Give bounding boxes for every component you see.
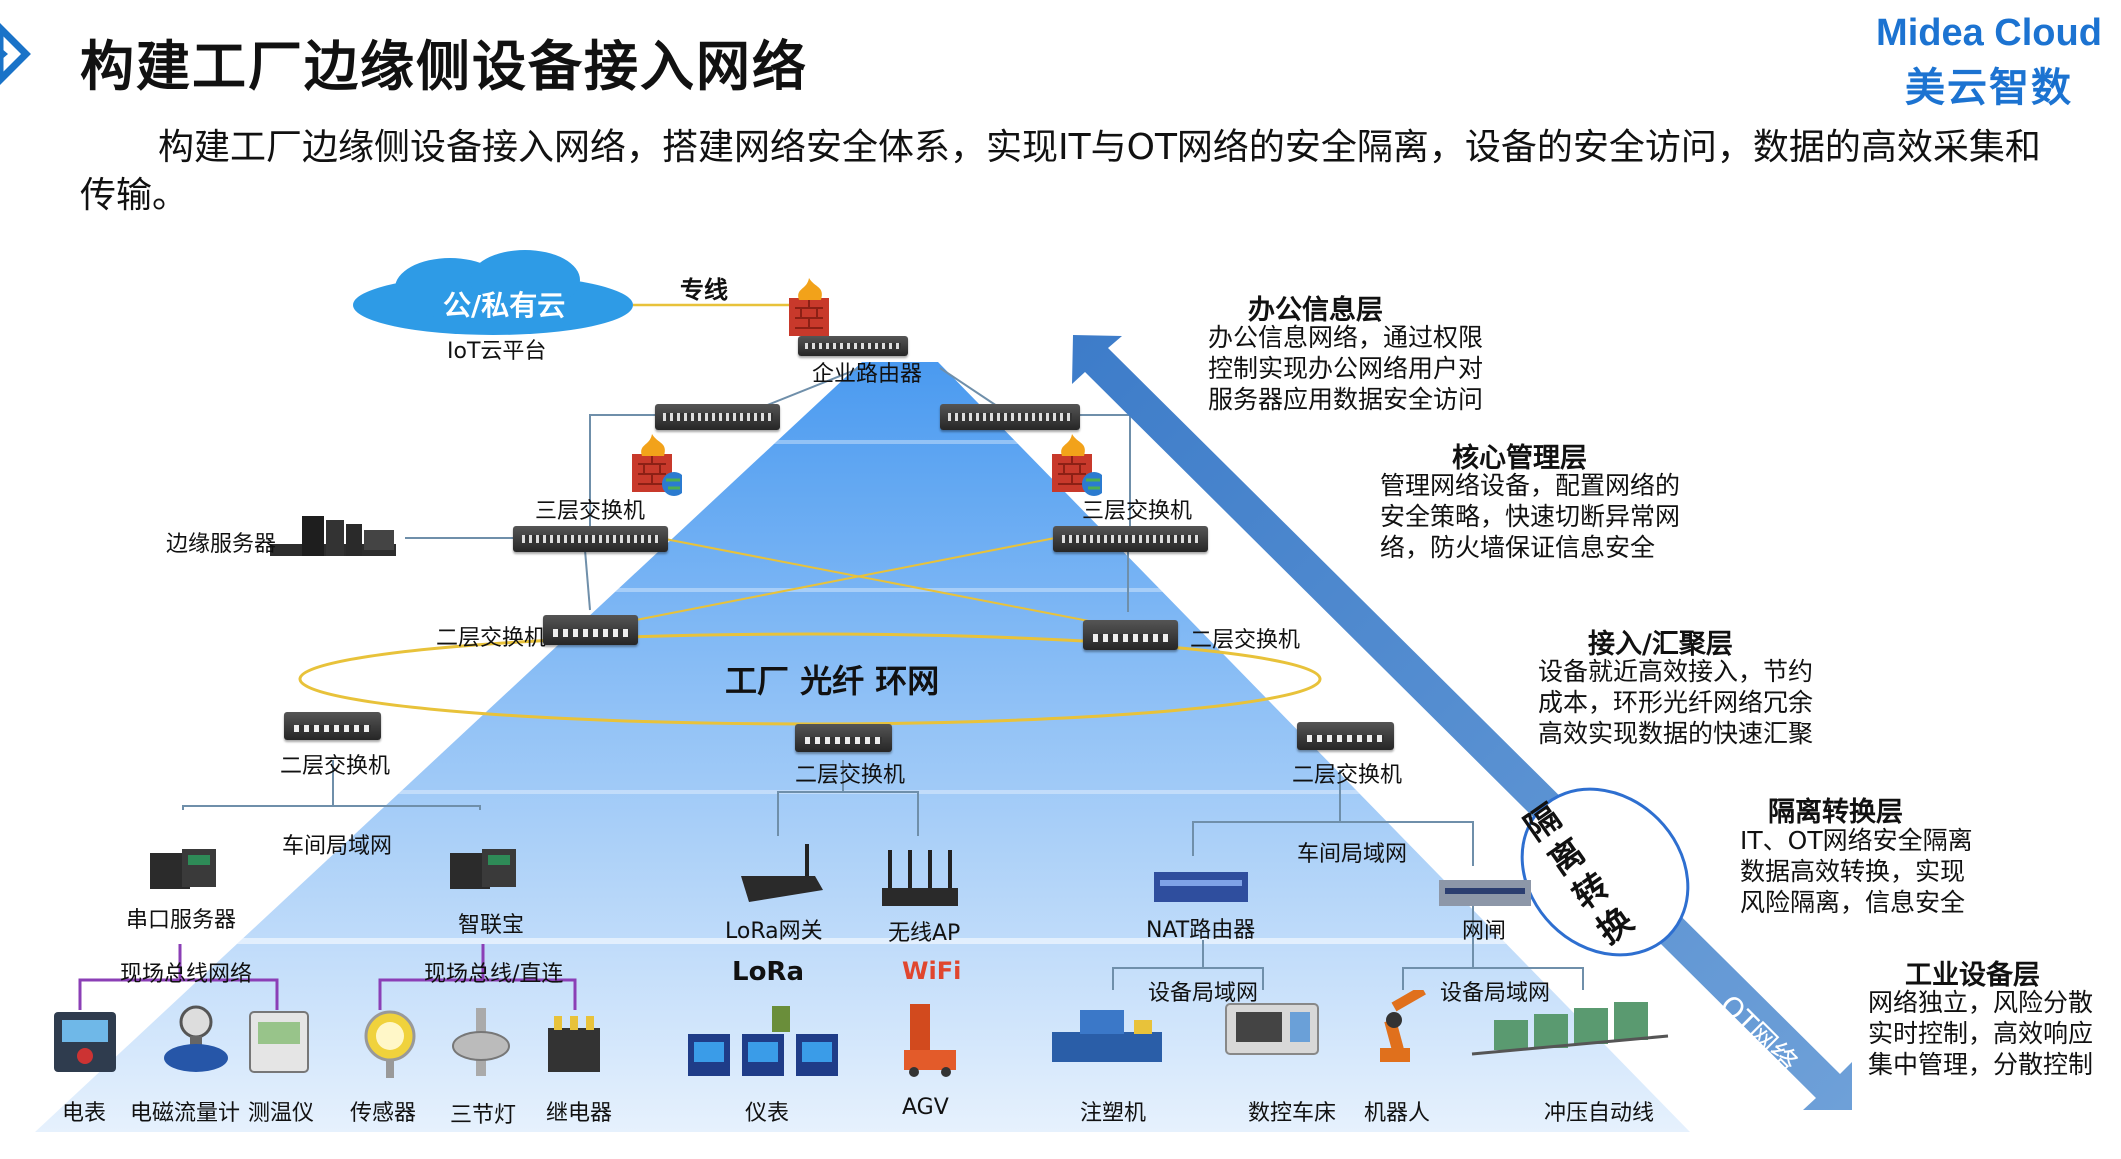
robot-icon	[1380, 990, 1426, 1062]
device-label: AGV	[902, 1095, 949, 1120]
isolation-ellipse	[1520, 787, 1690, 957]
cloud-caption: IoT云平台	[447, 339, 547, 364]
lora-module-icon	[772, 1006, 790, 1032]
zhilianbao-icon	[450, 849, 516, 889]
wifi-icon: WiFi	[902, 957, 961, 985]
tri-light-icon	[452, 1008, 510, 1076]
device-label: 三节灯	[450, 1103, 517, 1128]
device-label: 传感器	[350, 1101, 417, 1126]
l2-switch-bottom-left-label: 二层交换机	[280, 754, 391, 779]
core-switch-left-icon	[655, 404, 780, 430]
layer-title: 接入/汇聚层	[1588, 629, 1733, 660]
l2-switch-bottom-right-icon	[1297, 722, 1394, 750]
layer-title: 办公信息层	[1248, 295, 1383, 326]
nat-router-icon	[1154, 872, 1248, 902]
page-title: 构建工厂边缘侧设备接入网络	[80, 35, 808, 98]
edge-server-label: 边缘服务器	[166, 532, 277, 557]
l2-switch-left-label: 二层交换机	[436, 626, 547, 651]
lora-gateway-label: LoRa网关	[725, 919, 823, 944]
l2-switch-bottom-left-icon	[284, 712, 381, 740]
l2-switch-bottom-right-label: 二层交换机	[1292, 763, 1403, 788]
l2-switch-right-label: 二层交换机	[1190, 628, 1301, 653]
cloud-label: 公/私有云	[443, 289, 566, 322]
device-label: 数控车床	[1248, 1101, 1337, 1126]
cross-links	[594, 537, 1126, 629]
logo-cn: 美云智数	[1905, 65, 2073, 111]
device-label: 电磁流量计	[130, 1101, 241, 1126]
serial-server-icon	[150, 849, 216, 889]
instrument-icon	[688, 1034, 838, 1076]
fieldbus-direct-label: 现场总线/直连	[424, 962, 564, 987]
enterprise-router-label: 企业路由器	[812, 362, 923, 387]
core-switch-right-icon	[940, 404, 1080, 430]
device-label: 电表	[62, 1101, 107, 1126]
device-label: 冲压自动线	[1544, 1101, 1655, 1126]
serial-server-label: 串口服务器	[126, 908, 237, 933]
title-marker-icon	[0, 23, 31, 85]
fieldbus-lines	[78, 944, 577, 1010]
electric-meter-icon	[54, 1012, 116, 1072]
layer-title: 核心管理层	[1452, 443, 1587, 474]
device-label: 机器人	[1364, 1101, 1431, 1126]
layer-desc: 设备就近高效接入，节约 成本，环形光纤网络冗余 高效实现数据的快速汇聚	[1538, 657, 1814, 748]
layer-desc: 网络独立，风险分散 实时控制，高效响应 集中管理，分散控制	[1868, 988, 2094, 1079]
lora-gateway-icon	[741, 844, 823, 902]
l3-switch-right-icon	[1053, 526, 1208, 552]
l3-switch-right-label: 三层交换机	[1082, 499, 1193, 524]
sensor-icon	[364, 1010, 416, 1078]
firewall-icon	[632, 434, 682, 496]
l2-switch-left-icon	[543, 615, 638, 645]
wifi-icon-label: WiFi	[902, 957, 962, 985]
layer-desc: 管理网络设备，配置网络的 安全策略，快速切断异常网 络，防火墙保证信息安全	[1380, 471, 1681, 562]
device-lan-1-label: 设备局域网	[1148, 981, 1259, 1006]
device-lan-2-label: 设备局域网	[1440, 981, 1551, 1006]
l3-switch-left-icon	[513, 526, 668, 552]
stamping-line-icon	[1471, 1002, 1669, 1056]
gatekeeper-icon	[1439, 880, 1531, 906]
edge-server-icon	[270, 516, 396, 556]
relay-icon	[548, 1016, 600, 1072]
flowmeter-icon	[164, 1005, 228, 1072]
thermometer-device-icon	[249, 1011, 309, 1073]
connection-lines	[182, 367, 1584, 990]
wireless-ap-label: 无线AP	[888, 921, 961, 946]
zhilianbao-label: 智联宝	[458, 913, 525, 938]
logo: Midea Cloud 美云智数	[1864, 12, 2114, 113]
fiber-ring-label: 工厂 光纤 环网	[725, 662, 940, 700]
page-subtitle: 构建工厂边缘侧设备接入网络，搭建网络安全体系，实现IT与OT网络的安全隔离，设备…	[80, 127, 2041, 216]
layer-title: 隔离转换层	[1768, 797, 1903, 828]
workshop-lan-right-label: 车间局域网	[1297, 842, 1408, 867]
logo-en: Midea Cloud	[1876, 12, 2102, 54]
lora-icon: LoRa	[732, 957, 804, 987]
cloud-icon	[353, 250, 633, 335]
firewall-icon	[1052, 434, 1102, 496]
device-label: 继电器	[546, 1101, 613, 1126]
fieldbus-label: 现场总线网络	[120, 962, 253, 987]
l2-switch-right-icon	[1083, 620, 1178, 650]
layer-desc: IT、OT网络安全隔离 数据高效转换，实现 风险隔离，信息安全	[1740, 826, 1973, 917]
layer-title: 工业设备层	[1905, 960, 2040, 991]
workshop-lan-left-label: 车间局域网	[282, 834, 393, 859]
nat-router-label: NAT路由器	[1146, 918, 1256, 943]
device-label: 仪表	[745, 1101, 790, 1126]
layer-desc: 办公信息网络，通过权限 控制实现办公网络用户对 服务器应用数据安全访问	[1208, 323, 1484, 414]
enterprise-router-icon	[798, 336, 908, 356]
cnc-lathe-icon	[1225, 1003, 1319, 1055]
device-label: 注塑机	[1080, 1101, 1147, 1126]
gatekeeper-label: 网闸	[1462, 919, 1507, 944]
l2-switch-bottom-mid-label: 二层交换机	[795, 763, 906, 788]
l2-switch-bottom-mid-icon	[795, 724, 892, 752]
device-label: 测温仪	[248, 1101, 315, 1126]
wireless-ap-icon	[882, 850, 958, 906]
l3-switch-left-label: 三层交换机	[535, 499, 646, 524]
agv-icon	[904, 1004, 956, 1077]
injection-machine-icon	[1052, 1010, 1162, 1062]
firewall-icon	[789, 278, 829, 336]
dedicated-line-label: 专线	[680, 276, 728, 304]
